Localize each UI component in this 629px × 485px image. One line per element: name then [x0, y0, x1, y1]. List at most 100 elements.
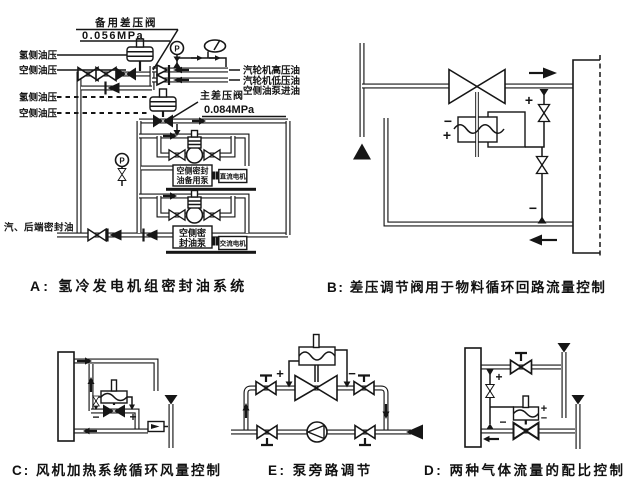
label-dc-motor: 直流电机 — [220, 171, 247, 180]
relief-valve-icon — [187, 189, 202, 209]
check-valve-icon — [156, 63, 189, 77]
label-hydrogen-oil: 氢侧油压 — [19, 50, 58, 62]
coupling-icon — [212, 237, 216, 246]
gate-valve-icon — [256, 424, 278, 447]
diagram-c-schematic: − + — [57, 351, 178, 448]
mixer-vessel — [464, 347, 482, 448]
label-turbine-hp-oil: 汽轮机高压油 — [243, 65, 300, 77]
valve-icon — [168, 209, 186, 221]
flow-arrow-icon — [163, 117, 206, 200]
pump-icon — [306, 421, 328, 443]
flow-arrow-icon — [529, 67, 557, 246]
main-diff-valve-icon — [149, 88, 177, 117]
label-air-pump-inlet: 空侧油泵进油 — [243, 85, 300, 97]
flow-arrow-icon — [77, 357, 97, 435]
control-valve-icon — [294, 374, 338, 402]
check-valve-icon — [156, 73, 189, 87]
control-valve-icon — [103, 404, 125, 418]
main-pump-box — [172, 225, 213, 249]
label-steam-rear-seal: 汽、后端密封油 — [4, 222, 74, 234]
label-air-oil-mid: 空侧油压 — [19, 108, 58, 120]
sign-minus: − — [499, 415, 506, 429]
pump-icon — [185, 146, 204, 164]
caption-a: A: 氢冷发电机组密封油系统 — [30, 278, 248, 294]
dashed-signal-lines — [57, 96, 149, 114]
flow-in-triangle-icon — [557, 343, 571, 353]
label-backup-pressure: 0.056MPa — [82, 30, 144, 42]
check-valve-icon — [142, 227, 159, 243]
dial-gauge-icon — [203, 39, 227, 58]
gate-valve-icon — [509, 351, 533, 375]
caption-e: E: 泵旁路调节 — [268, 463, 373, 478]
sign-minus: − — [529, 200, 537, 216]
gate-valve-icon — [255, 374, 277, 396]
diagram-d-schematic: + − + − — [464, 343, 585, 449]
coupling-icon — [215, 171, 219, 180]
sign-plus: + — [495, 370, 502, 384]
sign-minus: − — [541, 413, 547, 425]
sign-minus: − — [92, 410, 99, 424]
diaphragm-squiggle — [453, 124, 505, 134]
check-valve-icon — [106, 227, 123, 243]
leader-lines — [171, 101, 286, 119]
control-valve-icon — [448, 68, 506, 105]
gauge-letter: P — [174, 44, 180, 53]
label-main-pump-2: 封油泵 — [179, 237, 207, 248]
diagram-c-pipes — [74, 358, 174, 448]
pressure-gauge-icon: P — [114, 152, 130, 186]
ground-bar — [166, 187, 256, 191]
caption-b: B: 差压调节阀用于物料循环回路流量控制 — [327, 280, 607, 295]
diaphragm-actuator-icon — [298, 333, 336, 382]
label-main-valve: 主差压阀 — [200, 89, 244, 102]
diaphragm-actuator-icon — [512, 395, 540, 425]
control-valve-icon — [512, 421, 540, 441]
coupling-icon — [215, 237, 219, 246]
signal-lines — [285, 349, 351, 388]
signal-lines — [485, 369, 514, 429]
backup-pump-box — [172, 164, 213, 187]
label-backup-pump-1: 空侧密封 — [177, 166, 209, 176]
gate-valve-icon — [354, 424, 376, 447]
ground-bar — [166, 250, 256, 254]
diaphragm-actuator-icon — [100, 379, 128, 405]
sign-plus: + — [443, 127, 451, 143]
caption-d: D: 两种气体流量的配比控制 — [424, 463, 626, 478]
backup-diff-valve-icon — [126, 38, 154, 71]
label-backup-valve: 备用差压阀 — [94, 16, 158, 29]
sign-plus: + — [541, 403, 547, 415]
diagram-b-schematic: − + + − — [353, 43, 601, 258]
label-main-pump-1: 空侧密 — [179, 227, 206, 238]
check-valve-icon — [104, 80, 121, 96]
label-backup-pump-2: 油备用泵 — [177, 175, 209, 185]
restriction-orifice-icon — [147, 420, 168, 433]
sign-minus: − — [444, 113, 452, 129]
column-vessel — [572, 55, 601, 258]
sign-plus: + — [276, 366, 284, 381]
label-air-oil: 空侧油压 — [19, 65, 58, 77]
relief-valve-icon — [187, 129, 202, 149]
leader-lines — [76, 28, 179, 71]
flow-in-triangle-icon — [353, 143, 371, 160]
flow-arrow-icon — [242, 403, 390, 419]
diagram-e-schematic: + − — [231, 333, 423, 447]
label-ac-motor: 交流电机 — [220, 238, 247, 247]
pump-icon — [185, 206, 204, 224]
valve-icon — [203, 209, 221, 221]
flow-in-triangle-icon — [406, 424, 423, 440]
label-main-pressure: 0.084MPa — [204, 104, 255, 116]
valve-icon — [87, 228, 107, 242]
flow-in-triangle-icon — [164, 395, 178, 405]
sign-plus: + — [129, 410, 136, 424]
dc-motor-box — [218, 168, 248, 184]
caption-c: C: 风机加热系统循环风量控制 — [12, 463, 222, 478]
label-hydrogen-oil-mid: 氢侧油压 — [19, 92, 58, 104]
signal-lines — [92, 395, 135, 410]
signal-lines — [525, 89, 551, 224]
diagram-a-schematic: P P — [4, 16, 300, 254]
valve-icon — [203, 149, 221, 161]
diagram-b-pipes — [359, 43, 573, 227]
fan-unit-vessel — [57, 351, 75, 442]
pressure-gauge-icon: P — [169, 40, 185, 56]
